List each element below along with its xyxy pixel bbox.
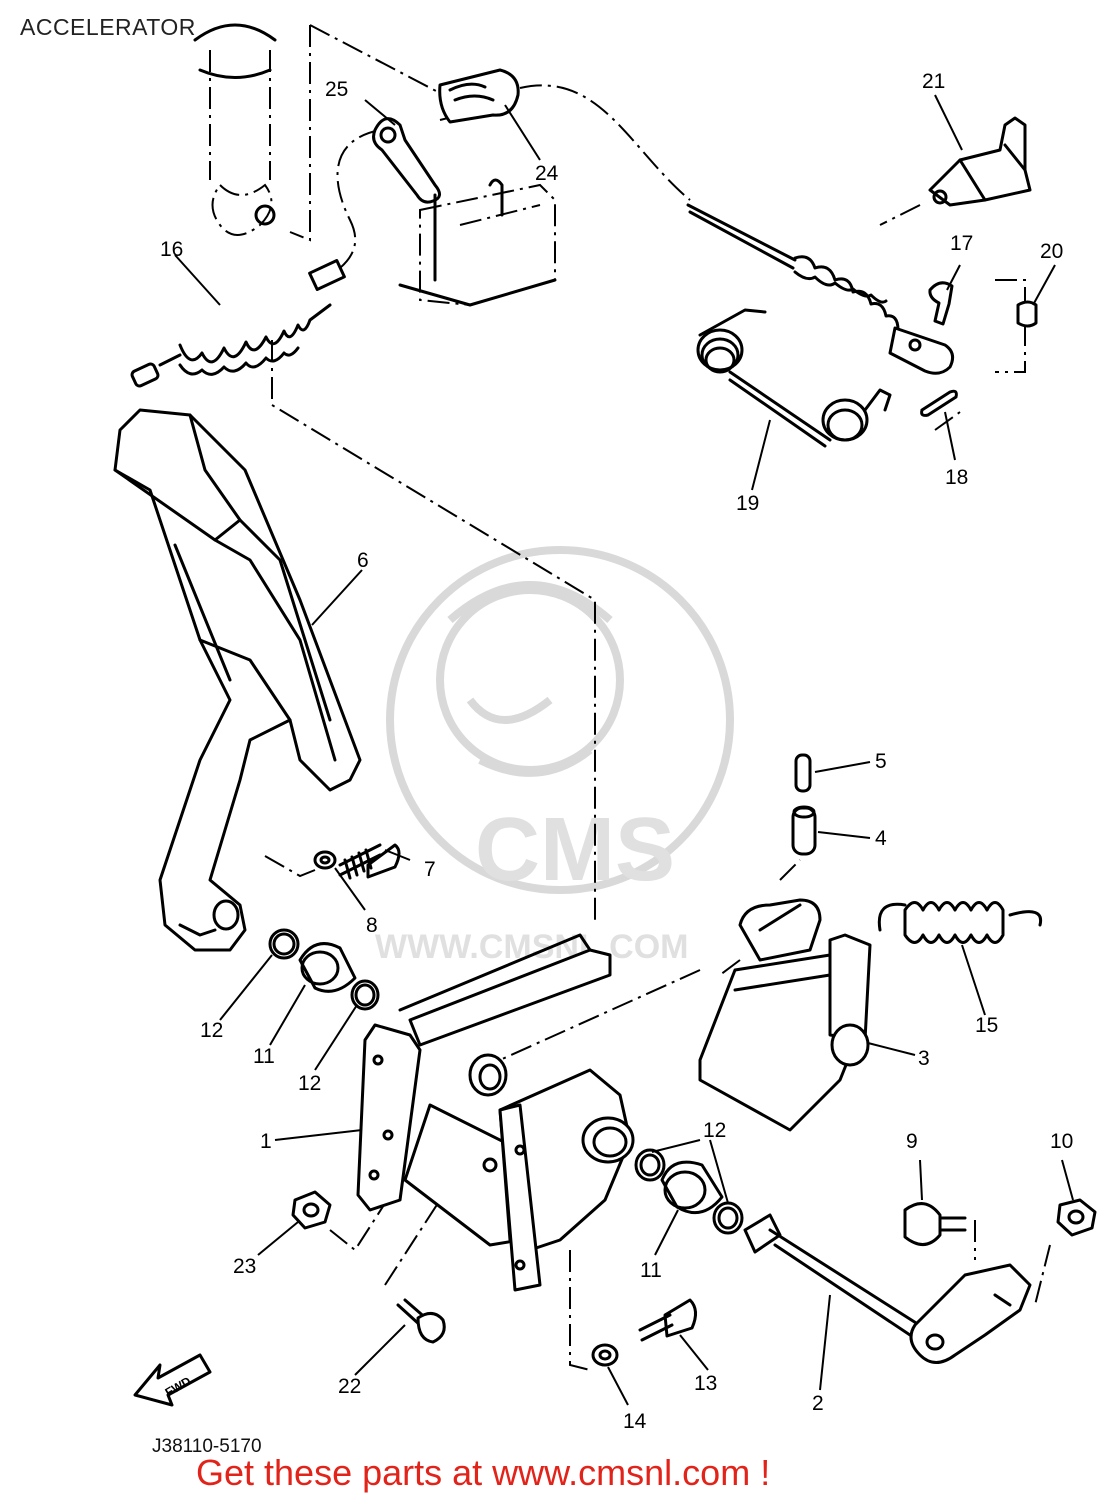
mounting-block	[398, 178, 557, 307]
callout-12-b: 12	[298, 1072, 321, 1095]
part-23-nut	[291, 1190, 332, 1230]
watermark-logo-text: CMS	[475, 800, 675, 900]
watermark-url-text: WWW.CMSNL.COM	[375, 928, 689, 966]
part-17-bolt	[928, 281, 954, 326]
part-12-o-ring-left-a	[268, 928, 300, 960]
callout-4: 4	[875, 827, 887, 850]
callout-12-c: 12	[703, 1119, 726, 1142]
callout-16: 16	[160, 238, 183, 261]
part-21-bracket	[928, 116, 1032, 207]
callout-8: 8	[366, 914, 378, 937]
drawing-code: J38110-5170	[152, 1436, 262, 1457]
part-12-o-ring-right-a	[634, 1148, 666, 1182]
callout-2: 2	[812, 1392, 824, 1415]
footer-promo-text: Get these parts at www.cmsnl.com !	[196, 1452, 771, 1493]
routing-lines	[264, 24, 1051, 1371]
callout-22: 22	[338, 1375, 361, 1398]
part-25-lever	[372, 117, 441, 204]
callout-17: 17	[950, 232, 973, 255]
callout-6: 6	[357, 549, 369, 572]
carburetor-outline	[193, 23, 277, 236]
callout-14: 14	[623, 1410, 647, 1433]
part-10-nut	[1056, 1198, 1097, 1237]
callout-9: 9	[906, 1130, 918, 1153]
part-7-bolt	[338, 843, 401, 880]
part-9-bolt	[903, 1202, 967, 1246]
callout-20: 20	[1040, 240, 1063, 263]
part-11-bushing-right	[660, 1160, 724, 1215]
part-5-pin	[794, 753, 812, 793]
part-8-washer	[313, 850, 337, 870]
callout-5: 5	[875, 750, 887, 773]
part-19-torsion-spring	[696, 308, 892, 448]
callout-7: 7	[424, 858, 436, 881]
part-13-bolt	[638, 1298, 697, 1342]
part-3-lever	[698, 898, 872, 1132]
watermark-logo: CMS WWW.CMSNL.COM	[375, 546, 734, 966]
callout-18: 18	[945, 466, 968, 489]
part-12-o-ring-left-b	[350, 979, 380, 1011]
part-16-throttle-cable	[130, 259, 346, 388]
part-4-collar	[791, 805, 817, 856]
callout-3: 3	[918, 1047, 930, 1070]
part-1-mounting-bracket	[356, 933, 635, 1292]
part-15-extension-spring	[877, 901, 1043, 944]
callout-12-a: 12	[200, 1019, 223, 1042]
diagram-title: ACCELERATOR	[20, 14, 196, 40]
part-6-pedal-arm	[113, 408, 362, 952]
callout-23: 23	[233, 1255, 256, 1278]
callout-1: 1	[260, 1130, 272, 1153]
part-22-bolt	[396, 1298, 446, 1344]
part-18-cotter-pin	[920, 389, 958, 417]
part-2-shaft	[743, 1213, 1032, 1364]
part-20-nut	[1016, 300, 1038, 328]
callout-15: 15	[975, 1014, 998, 1037]
callout-10: 10	[1050, 1130, 1073, 1153]
part-24-cable-holder	[438, 68, 520, 124]
callout-19: 19	[736, 492, 759, 515]
callout-11-a: 11	[253, 1045, 275, 1068]
part-11-bushing-left	[298, 942, 357, 993]
accelerator-cable-right	[686, 203, 955, 375]
callout-13: 13	[694, 1372, 717, 1395]
callout-labels: 25 24 16 21 17 20 18 19 6 5 4 7 8 12 11 …	[160, 70, 1073, 1433]
callout-leaders	[174, 94, 1074, 1406]
callout-25: 25	[325, 78, 348, 101]
forward-direction-arrow: FWD	[133, 1353, 212, 1407]
part-14-washer	[591, 1343, 619, 1367]
part-12-o-ring-right-b	[712, 1201, 744, 1235]
callout-24: 24	[535, 162, 559, 185]
callout-21: 21	[922, 70, 945, 93]
callout-11-b: 11	[640, 1259, 662, 1282]
